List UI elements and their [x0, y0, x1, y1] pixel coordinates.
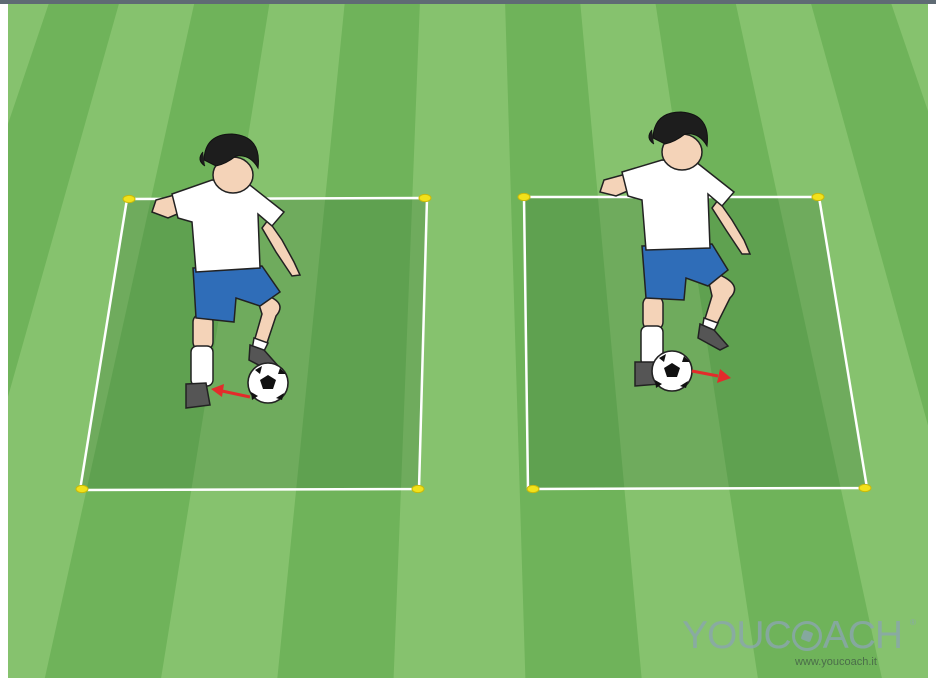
cone-icon	[527, 485, 539, 492]
brand-prefix: YOUC	[682, 614, 791, 657]
watermark-url: www.youcoach.it	[795, 656, 877, 668]
brand-suffix: ACH	[823, 614, 902, 657]
cone-icon	[812, 193, 824, 200]
cone-icon	[859, 484, 871, 491]
cone-icon	[518, 193, 530, 200]
cone-icon	[412, 485, 424, 492]
cone-icon	[76, 485, 88, 492]
ball-icon	[652, 351, 692, 391]
cone-icon	[419, 194, 431, 201]
ball-icon	[248, 363, 288, 403]
left-border	[0, 0, 8, 678]
cone-icon	[123, 195, 135, 202]
right-border	[928, 0, 936, 678]
youcoach-watermark: YOUC ACH ® www.youcoach.it	[682, 614, 922, 670]
top-bar	[0, 0, 936, 4]
soccer-ball-icon	[792, 621, 822, 651]
registered-mark: ®	[910, 618, 916, 627]
watermark-brand: YOUC ACH	[682, 614, 902, 658]
